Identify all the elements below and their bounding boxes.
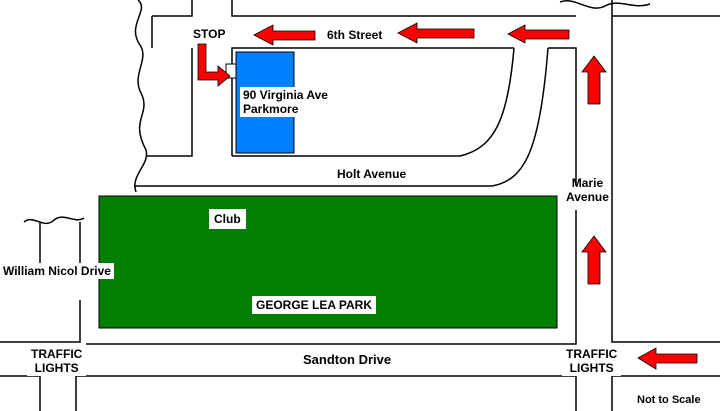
traffic-lights-west-label: TRAFFIC LIGHTS (27, 346, 87, 376)
sixth-street-label: 6th Street (327, 28, 383, 42)
traffic-lights-west-line-1: TRAFFIC (31, 347, 83, 361)
traffic-lights-east-label: TRAFFIC LIGHTS (562, 346, 622, 376)
scale-note: Not to Scale (637, 394, 701, 406)
marie-avenue-east-edge (611, 0, 720, 343)
marie-avenue-arrow-north-1 (581, 55, 607, 105)
sandton-drive-north-edge (0, 300, 81, 343)
stop-turn-arrow (197, 43, 231, 87)
destination-address-label: 90 Virginia Ave Parkmore (240, 87, 331, 117)
marie-avenue-line-2: Avenue (566, 190, 609, 204)
road-break-top-right (559, 0, 651, 9)
marie-avenue-line-1: Marie (571, 176, 604, 190)
holt-avenue-label: Holt Avenue (337, 167, 407, 181)
marie-avenue-west-edge (560, 210, 577, 345)
traffic-lights-east-line-1: TRAFFIC (566, 347, 618, 361)
traffic-lights-east-line-2: LIGHTS (569, 361, 614, 375)
building-entrance (225, 63, 237, 79)
left-block-edge-2 (146, 48, 193, 157)
george-lea-park-label: GEORGE LEA PARK (252, 296, 377, 314)
william-nicol-drive-label: William Nicol Drive (0, 263, 114, 279)
club-label: Club (209, 209, 246, 229)
sandton-drive-south-edge (0, 375, 41, 411)
sandton-drive-label: Sandton Drive (303, 352, 392, 367)
road-break-top-left (134, 0, 148, 193)
traffic-lights-west-line-2: LIGHTS (34, 361, 79, 375)
sandton-drive-south-edge-mid (75, 375, 577, 411)
sixth-street-arrow-west-2 (397, 22, 475, 44)
sixth-street-arrow-west-1 (253, 24, 316, 46)
sixth-street-south-edge-east (548, 47, 577, 186)
building-block-outline (231, 47, 514, 156)
marie-avenue-arrow-north-2 (581, 235, 607, 285)
stop-label: STOP (193, 27, 226, 41)
holt-avenue-north-edge (232, 47, 515, 157)
sixth-street-north-edge-east (231, 0, 576, 17)
sixth-street-north-edge (152, 0, 193, 17)
destination-line-1: 90 Virginia Ave (243, 88, 328, 102)
sixth-street-arrow-west-3 (507, 24, 570, 44)
road-break-left (23, 216, 85, 225)
marie-avenue-label: Marie Avenue (566, 176, 609, 204)
destination-line-2: Parkmore (243, 102, 299, 116)
holt-avenue-south-edge (134, 47, 549, 187)
sandton-drive-arrow-west (637, 347, 698, 370)
